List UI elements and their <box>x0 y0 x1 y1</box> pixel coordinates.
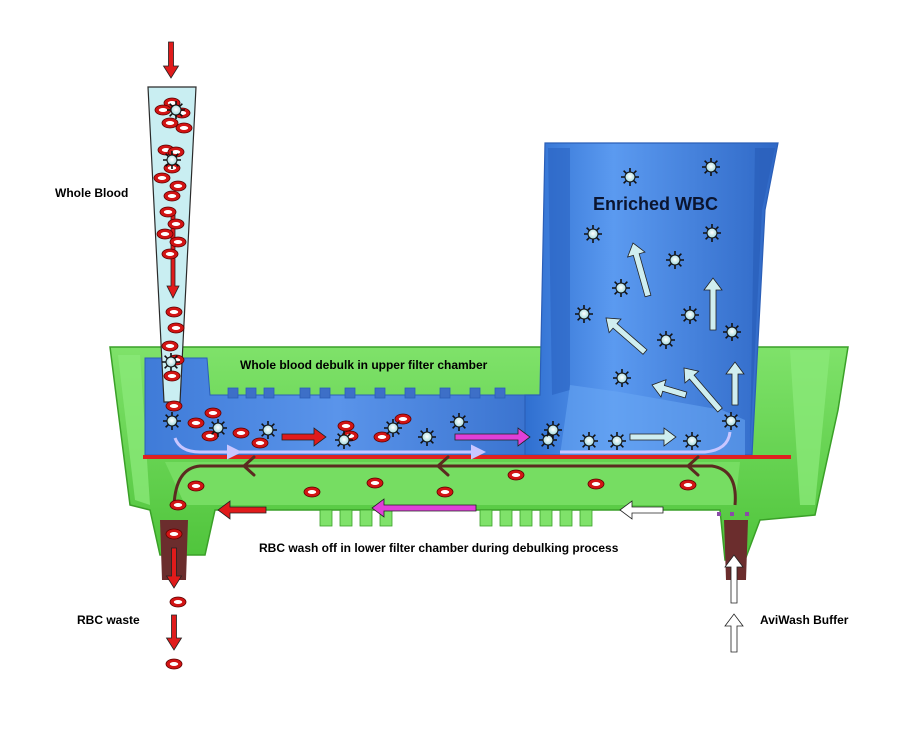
upper-wbc-arrow <box>629 427 677 447</box>
buffer-in-arrow <box>724 613 744 653</box>
red-blood-cell-icon <box>154 104 172 116</box>
white-blood-cell-icon <box>612 279 630 297</box>
red-blood-cell-icon <box>167 218 185 230</box>
red-blood-cell-icon <box>436 486 454 498</box>
label-rbc-waste: RBC waste <box>77 613 140 627</box>
red-blood-cell-icon <box>303 486 321 498</box>
white-blood-cell-icon <box>666 251 684 269</box>
red-blood-cell-icon <box>165 400 183 412</box>
red-blood-cell-icon <box>159 206 177 218</box>
white-blood-cell-icon <box>539 431 557 449</box>
white-blood-cell-icon <box>613 369 631 387</box>
tank-arrow <box>605 317 648 355</box>
white-blood-cell-icon <box>657 331 675 349</box>
white-blood-cell-icon <box>723 323 741 341</box>
buffer-inlet-dots <box>717 512 749 516</box>
red-blood-cell-icon <box>337 420 355 432</box>
tank-arrow <box>725 361 745 406</box>
label-lower-washoff: RBC wash off in lower filter chamber dur… <box>259 541 619 555</box>
tank-arrow <box>683 367 723 413</box>
label-aviwash-buffer: AviWash Buffer <box>760 613 849 627</box>
white-blood-cell-icon <box>450 413 468 431</box>
red-blood-cell-icon <box>153 172 171 184</box>
buffer-in-arrow <box>724 554 744 604</box>
tank-arrow <box>626 242 652 298</box>
red-blood-cell-icon <box>175 122 193 134</box>
white-blood-cell-icon <box>703 224 721 242</box>
red-blood-cell-icon <box>163 370 181 382</box>
red-blood-cell-icon <box>156 228 174 240</box>
white-blood-cell-icon <box>584 225 602 243</box>
white-blood-cell-icon <box>384 419 402 437</box>
lower-magenta-arrow <box>371 498 477 518</box>
white-blood-cell-icon <box>683 432 701 450</box>
white-blood-cell-icon <box>580 432 598 450</box>
upper-flow-path-2 <box>560 431 732 454</box>
red-blood-cell-icon <box>679 479 697 491</box>
white-blood-cell-icon <box>722 412 740 430</box>
upper-magenta-arrow <box>454 427 531 447</box>
red-blood-cell-icon <box>165 658 183 670</box>
red-blood-cell-icon <box>204 407 222 419</box>
white-blood-cell-icon <box>681 306 699 324</box>
label-upper-debulk: Whole blood debulk in upper filter chamb… <box>240 358 488 372</box>
red-blood-cell-icon <box>169 499 187 511</box>
white-blood-cell-icon <box>608 432 626 450</box>
red-blood-cell-icon <box>161 117 179 129</box>
white-blood-cell-icon <box>163 412 181 430</box>
red-blood-cell-icon <box>187 417 205 429</box>
red-blood-cell-icon <box>587 478 605 490</box>
white-blood-cell-icon <box>259 421 277 439</box>
label-whole-blood: Whole Blood <box>55 186 128 200</box>
red-blood-cell-icon <box>169 596 187 608</box>
red-blood-cell-icon <box>167 322 185 334</box>
red-blood-cell-icon <box>161 248 179 260</box>
white-blood-cell-icon <box>702 158 720 176</box>
red-blood-cell-icon <box>373 431 391 443</box>
lower-flow-path <box>172 464 737 506</box>
cells-layer <box>153 97 741 670</box>
white-blood-cell-icon <box>162 353 180 371</box>
red-blood-cell-icon <box>161 340 179 352</box>
upper-red-arrow <box>281 427 327 447</box>
red-blood-cell-icon <box>507 469 525 481</box>
red-blood-cell-icon <box>366 477 384 489</box>
red-blood-cell-icon <box>251 437 269 449</box>
red-blood-cell-icon <box>165 306 183 318</box>
filter-membrane <box>143 455 791 459</box>
red-blood-cell-icon <box>232 427 250 439</box>
white-blood-cell-icon <box>418 428 436 446</box>
inflow-arrow <box>162 41 180 79</box>
waste-arrow <box>165 547 183 589</box>
upper-filter-chamber <box>143 142 791 459</box>
white-blood-cell-icon <box>621 168 639 186</box>
red-blood-cell-icon <box>165 528 183 540</box>
white-blood-cell-icon <box>167 101 185 119</box>
white-blood-cell-icon <box>163 151 181 169</box>
label-enriched-wbc: Enriched WBC <box>593 194 718 214</box>
white-blood-cell-icon <box>575 305 593 323</box>
red-blood-cell-icon <box>187 480 205 492</box>
waste-arrow <box>165 614 183 651</box>
upper-flow-path <box>173 437 486 460</box>
red-blood-cell-icon <box>201 430 219 442</box>
red-blood-cell-icon <box>163 190 181 202</box>
tank-arrow <box>703 277 723 331</box>
lower-buffer-arrow <box>619 500 664 520</box>
flow-arrows <box>162 41 745 653</box>
red-blood-cell-icon <box>169 180 187 192</box>
lower-red-arrow <box>217 500 267 520</box>
white-blood-cell-icon <box>544 421 562 439</box>
tank-arrow <box>651 379 688 399</box>
red-blood-cell-icon <box>169 236 187 248</box>
white-blood-cell-icon <box>209 419 227 437</box>
white-blood-cell-icon <box>335 431 353 449</box>
